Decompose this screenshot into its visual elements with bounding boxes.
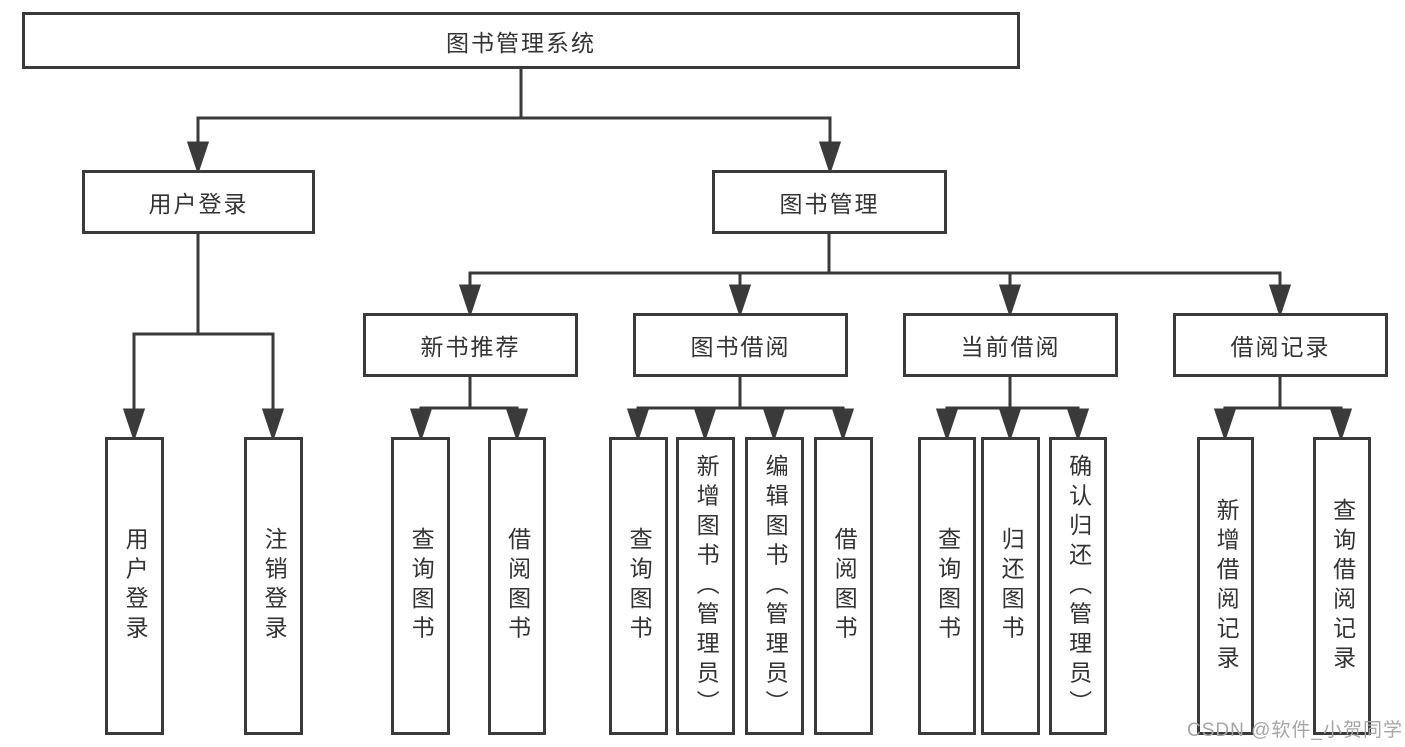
arrow-down-icon bbox=[458, 284, 482, 318]
node-edit-books-admin-label: 编辑图书（管理员） bbox=[762, 453, 789, 719]
node-borrow-books-recommend: 借阅图书 bbox=[488, 437, 546, 735]
node-borrow-books-leaf-label: 借阅图书 bbox=[831, 527, 858, 645]
node-edit-books-admin: 编辑图书（管理员） bbox=[745, 437, 804, 735]
arrow-down-icon bbox=[998, 284, 1022, 318]
node-current-borrowing-label: 当前借阅 bbox=[960, 334, 1061, 360]
node-add-books-admin-label: 新增图书（管理员） bbox=[693, 453, 720, 719]
node-query-books-current-label: 查询图书 bbox=[934, 527, 961, 645]
node-book-borrowing: 图书借阅 bbox=[633, 313, 848, 377]
connector-book-borrowing-to-leaves bbox=[626, 377, 855, 442]
connector-book-management-to-level3 bbox=[458, 233, 1292, 318]
arrow-down-icon bbox=[1213, 408, 1237, 442]
node-logout-label: 注销登录 bbox=[261, 527, 288, 645]
arrow-down-icon bbox=[1066, 408, 1090, 442]
node-logout: 注销登录 bbox=[244, 437, 303, 735]
node-book-borrowing-label: 图书借阅 bbox=[690, 334, 791, 360]
arrow-down-icon bbox=[693, 408, 717, 442]
arrow-down-icon bbox=[1268, 284, 1292, 318]
node-user-login-leaf-label: 用户登录 bbox=[122, 527, 149, 645]
arrow-down-icon bbox=[818, 141, 842, 175]
node-new-book-recommendation-label: 新书推荐 bbox=[420, 334, 521, 360]
node-query-books-current: 查询图书 bbox=[918, 437, 976, 735]
node-add-books-admin: 新增图书（管理员） bbox=[676, 437, 735, 735]
connector-current-borrowing-to-leaves bbox=[935, 377, 1090, 442]
node-user-login-label: 用户登录 bbox=[148, 191, 249, 217]
arrow-down-icon bbox=[122, 408, 146, 442]
node-confirm-return-admin: 确认归还（管理员） bbox=[1049, 437, 1107, 735]
node-add-borrow-record: 新增借阅记录 bbox=[1197, 437, 1254, 735]
connector-root-to-level2 bbox=[186, 68, 842, 175]
node-query-borrow-record-label: 查询借阅记录 bbox=[1329, 497, 1356, 675]
arrow-down-icon bbox=[998, 408, 1022, 442]
connector-user-login-to-leaves bbox=[122, 233, 285, 442]
node-borrowing-records-label: 借阅记录 bbox=[1230, 334, 1331, 360]
node-borrow-books-recommend-label: 借阅图书 bbox=[504, 527, 531, 645]
arrow-down-icon bbox=[1329, 408, 1353, 442]
node-confirm-return-admin-label: 确认归还（管理员） bbox=[1065, 453, 1092, 719]
arrow-down-icon bbox=[186, 141, 210, 175]
node-return-books-label: 归还图书 bbox=[998, 527, 1025, 645]
arrow-down-icon bbox=[505, 408, 529, 442]
arrow-down-icon bbox=[409, 408, 433, 442]
arrow-down-icon bbox=[762, 408, 786, 442]
node-return-books: 归还图书 bbox=[981, 437, 1040, 735]
node-user-login: 用户登录 bbox=[82, 170, 315, 234]
node-borrowing-records: 借阅记录 bbox=[1173, 313, 1388, 377]
node-query-books-recommend-label: 查询图书 bbox=[408, 527, 435, 645]
node-current-borrowing: 当前借阅 bbox=[903, 313, 1118, 377]
node-query-books-borrowing: 查询图书 bbox=[609, 437, 668, 735]
connector-new-book-recommendation-to-leaves bbox=[409, 377, 529, 442]
node-borrow-books-leaf: 借阅图书 bbox=[814, 437, 873, 735]
connector-borrowing-records-to-leaves bbox=[1213, 377, 1353, 442]
arrow-down-icon bbox=[935, 408, 959, 442]
node-add-borrow-record-label: 新增借阅记录 bbox=[1213, 497, 1240, 675]
watermark: CSDN @软件_小贺同学 bbox=[1187, 720, 1403, 741]
arrow-down-icon bbox=[728, 284, 752, 318]
arrow-down-icon bbox=[831, 408, 855, 442]
arrow-down-icon bbox=[626, 408, 650, 442]
node-book-management: 图书管理 bbox=[712, 170, 947, 234]
arrow-down-icon bbox=[261, 408, 285, 442]
node-new-book-recommendation: 新书推荐 bbox=[363, 313, 578, 377]
node-book-management-label: 图书管理 bbox=[779, 191, 880, 217]
node-root-label: 图书管理系统 bbox=[446, 29, 596, 56]
node-query-books-recommend: 查询图书 bbox=[391, 437, 450, 735]
node-query-borrow-record: 查询借阅记录 bbox=[1313, 437, 1371, 735]
node-root: 图书管理系统 bbox=[22, 12, 1020, 69]
node-user-login-leaf: 用户登录 bbox=[105, 437, 164, 735]
node-query-books-borrowing-label: 查询图书 bbox=[626, 527, 653, 645]
